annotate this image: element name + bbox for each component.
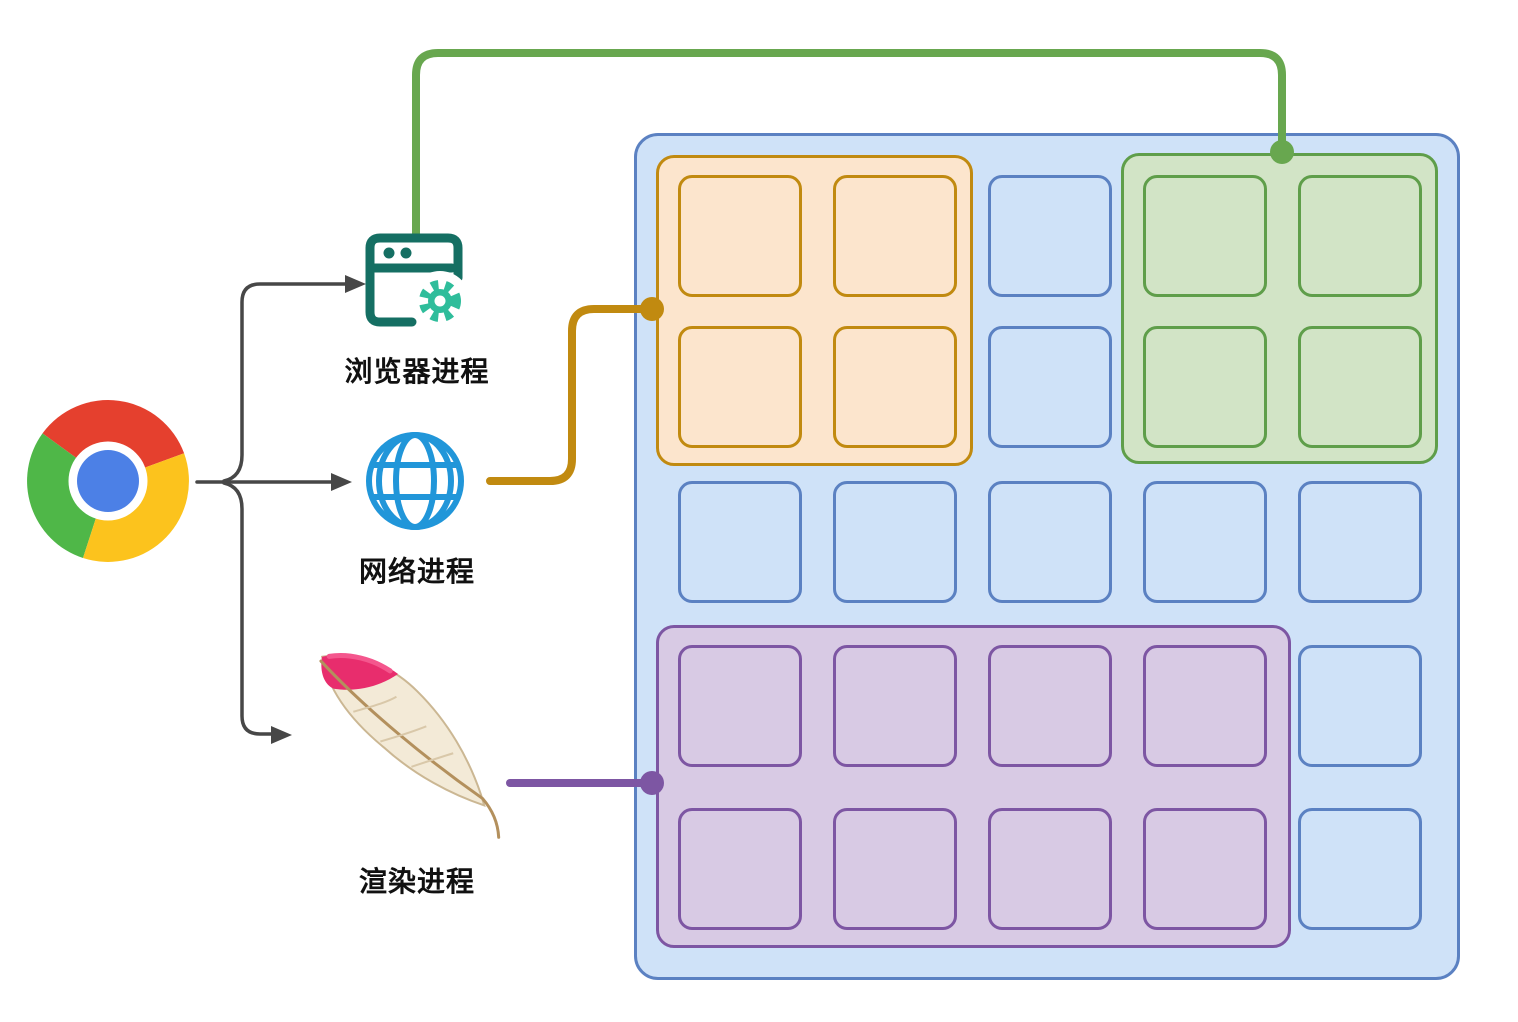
feather-pink-highlight — [326, 653, 393, 674]
gear-halo — [410, 271, 470, 331]
browser-region-orange-cell — [833, 175, 957, 297]
chrome-white-ring — [68, 441, 148, 521]
browser-region-green-cell — [1298, 175, 1422, 297]
window-dot-1 — [383, 247, 395, 259]
renderer-region-purple-cell — [833, 808, 957, 930]
window-dot-2 — [400, 247, 412, 259]
feather-barbs — [353, 695, 454, 768]
arrowhead-render — [271, 726, 292, 744]
feather-spine — [319, 659, 501, 839]
globe-meridian-inner — [393, 432, 437, 530]
browser-region-orange-cell — [833, 326, 957, 448]
memory-cell — [988, 481, 1112, 603]
globe-meridian-outer — [376, 432, 454, 530]
renderer-region-purple-cell — [1143, 808, 1267, 930]
render-process-label: 渲染进程 — [358, 866, 475, 897]
memory-cell — [1143, 481, 1267, 603]
memory-cell — [1298, 481, 1422, 603]
arrowhead-browser — [345, 275, 366, 293]
browser-region-orange-cell — [678, 326, 802, 448]
fork-connector — [195, 275, 366, 744]
chrome-logo — [27, 400, 189, 562]
browser-process-label: 浏览器进程 — [344, 356, 490, 387]
memory-cell — [833, 481, 957, 603]
fork-branch-down — [222, 481, 276, 736]
arrowhead-network — [331, 473, 352, 491]
chrome-red-segment — [42, 400, 185, 481]
chrome-green-segment — [27, 433, 108, 558]
browser-window-gear-icon — [365, 233, 470, 331]
network-process-label: 网络进程 — [358, 556, 475, 587]
globe-outline — [366, 432, 464, 530]
browser-region-green-cell — [1143, 326, 1267, 448]
memory-cell — [678, 481, 802, 603]
memory-grid — [634, 133, 1460, 980]
feather-pink-tip — [321, 654, 399, 690]
gear-teeth — [419, 280, 461, 322]
gear-ring — [428, 289, 452, 313]
renderer-region-purple-cell — [678, 808, 802, 930]
browser-region-green-cell — [1143, 175, 1267, 297]
renderer-region-purple-cell — [1143, 645, 1267, 767]
fork-arrowheads — [271, 275, 366, 744]
renderer-region-purple-cell — [833, 645, 957, 767]
chrome-blue-center — [77, 450, 139, 512]
globe-icon — [366, 432, 464, 530]
memory-cell — [988, 326, 1112, 448]
feather-icon — [319, 653, 501, 839]
browser-region-orange-cell — [678, 175, 802, 297]
gear-hole — [434, 295, 446, 307]
renderer-region-purple-cell — [678, 645, 802, 767]
feather-body — [320, 654, 486, 807]
window-frame — [365, 233, 463, 327]
memory-cell — [1298, 645, 1422, 767]
renderer-region-purple-cell — [988, 645, 1112, 767]
chrome-yellow-segment — [83, 453, 189, 562]
orange-line — [486, 305, 652, 485]
browser-region-green-cell — [1298, 326, 1422, 448]
memory-cell — [988, 175, 1112, 297]
renderer-region-purple-cell — [988, 808, 1112, 930]
memory-cell — [1298, 808, 1422, 930]
